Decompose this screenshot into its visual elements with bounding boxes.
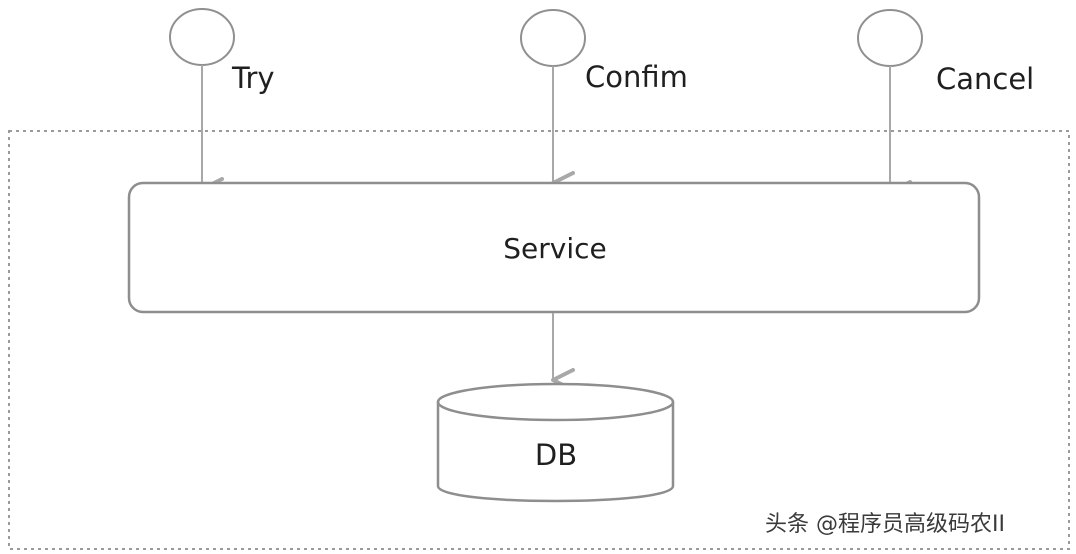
service-box (127, 181, 981, 314)
cancel-label: Cancel (936, 62, 1034, 96)
try-label: Try (231, 61, 275, 95)
cancel-interface-icon (857, 9, 923, 67)
db-label: DB (535, 438, 577, 472)
source-watermark: 头条 @程序员高级码农II (765, 512, 1005, 537)
service-label: Service (503, 232, 606, 265)
try-interface-icon (169, 8, 235, 66)
system-boundary (8, 130, 1070, 550)
confirm-label: Confim (585, 60, 688, 94)
database-cylinder (436, 402, 675, 503)
confirm-interface-icon (520, 9, 586, 67)
database-top (436, 382, 675, 422)
